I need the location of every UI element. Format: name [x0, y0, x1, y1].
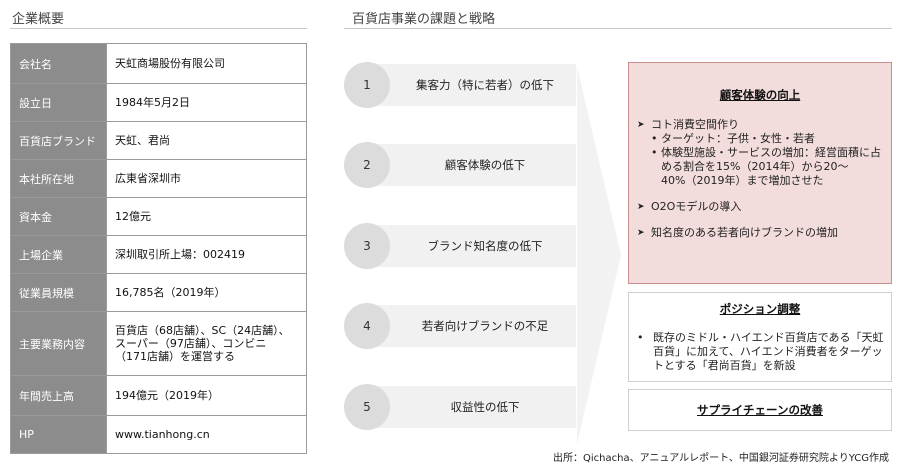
row-value: 1984年5月2日 — [106, 83, 307, 122]
table-row: 設立日 1984年5月2日 — [10, 83, 307, 122]
issue-number: 3 — [344, 223, 390, 269]
strategy-title: ポジション調整 — [719, 302, 801, 316]
row-label: HP — [10, 415, 107, 454]
chevron-right-icon — [577, 66, 621, 444]
row-value: www.tianhong.cn — [106, 415, 307, 454]
table-row: 資本金 12億元 — [10, 197, 307, 236]
issue-text: 若者向けブランドの不足 — [366, 305, 576, 347]
item-text: O2Oモデルの導入 — [651, 200, 742, 213]
row-label: 主要業務内容 — [10, 311, 107, 376]
issue-number: 2 — [344, 142, 390, 188]
issue-item: ブランド知名度の低下 3 — [344, 223, 576, 269]
item-text: ターゲット：子供・女性・若者 — [661, 132, 815, 145]
strategy-supply-chain: サプライチェーンの改善 — [628, 389, 892, 431]
strategy-title: サプライチェーンの改善 — [697, 403, 823, 417]
list-item: • ターゲット：子供・女性・若者 — [651, 132, 887, 146]
list-item: ➤ コト消費空間作り — [637, 118, 887, 132]
table-row: 従業員規模 16,785名（2019年） — [10, 273, 307, 312]
arrow-bullet-icon: ➤ — [637, 202, 645, 212]
strategy-details: ➤ コト消費空間作り • ターゲット：子供・女性・若者 • 体験型施設・サービス… — [637, 118, 887, 240]
table-row: 年間売上高 194億元（2019年） — [10, 375, 307, 416]
strategy-position-adjustment: ポジション調整 • 既存のミドル・ハイエンド百貨店である「天虹百貨」に加えて、ハ… — [628, 292, 892, 382]
item-text: コト消費空間作り — [651, 118, 739, 131]
list-item: ➤ O2Oモデルの導入 — [637, 200, 887, 214]
issue-item: 集客力（特に若者）の低下 1 — [344, 62, 576, 108]
row-value: 194億元（2019年） — [106, 375, 307, 416]
row-value: 百貨店（68店舗）、SC（24店舗）、スーパー（97店舗）、コンビニ（171店舗… — [106, 311, 307, 376]
row-label: 上場企業 — [10, 235, 107, 274]
row-label: 設立日 — [10, 83, 107, 122]
list-item: • 体験型施設・サービスの増加：経営面積に占める割合を15%（2014年）から2… — [651, 146, 887, 188]
issues-strategy-title: 百貨店事業の課題と戦略 — [352, 12, 496, 27]
row-label: 会社名 — [10, 43, 107, 84]
row-value: 広東省深圳市 — [106, 159, 307, 198]
table-row: HP www.tianhong.cn — [10, 415, 307, 454]
strategy-customer-experience: 顧客体験の向上 ➤ コト消費空間作り • ターゲット：子供・女性・若者 • 体験… — [628, 62, 892, 284]
issue-number: 1 — [344, 62, 390, 108]
issue-number: 4 — [344, 303, 390, 349]
dot-bullet-icon: • — [637, 331, 644, 344]
row-value: 16,785名（2019年） — [106, 273, 307, 312]
issue-item: 顧客体験の低下 2 — [344, 142, 576, 188]
strategy-title: 顧客体験の向上 — [719, 88, 801, 102]
row-value: 12億元 — [106, 197, 307, 236]
dot-bullet-icon: • — [651, 146, 658, 159]
table-row: 上場企業 深圳取引所上場：002419 — [10, 235, 307, 274]
table-row: 百貨店ブランド 天虹、君尚 — [10, 121, 307, 160]
item-text: 既存のミドル・ハイエンド百貨店である「天虹百貨」に加えて、ハイエンド消費者をター… — [653, 331, 884, 372]
issue-text: 収益性の低下 — [366, 386, 576, 428]
issue-number: 5 — [344, 384, 390, 430]
row-label: 年間売上高 — [10, 375, 107, 416]
company-overview-table: 会社名 天虹商場股份有限公司 設立日 1984年5月2日 百貨店ブランド 天虹、… — [10, 43, 307, 454]
issue-item: 若者向けブランドの不足 4 — [344, 303, 576, 349]
list-item: ➤ 知名度のある若者向けブランドの増加 — [637, 226, 887, 240]
issue-text: 顧客体験の低下 — [366, 144, 576, 186]
issues-strategy-rule — [344, 28, 892, 29]
issue-text: ブランド知名度の低下 — [366, 225, 576, 267]
strategy-details: • 既存のミドル・ハイエンド百貨店である「天虹百貨」に加えて、ハイエンド消費者を… — [637, 331, 885, 373]
item-text: 体験型施設・サービスの増加：経営面積に占める割合を15%（2014年）から20～… — [661, 146, 881, 187]
arrow-bullet-icon: ➤ — [637, 120, 645, 130]
item-text: 知名度のある若者向けブランドの増加 — [651, 226, 838, 239]
row-label: 従業員規模 — [10, 273, 107, 312]
row-value: 天虹商場股份有限公司 — [106, 43, 307, 84]
table-row: 主要業務内容 百貨店（68店舗）、SC（24店舗）、スーパー（97店舗）、コンビ… — [10, 311, 307, 376]
row-label: 本社所在地 — [10, 159, 107, 198]
table-row: 本社所在地 広東省深圳市 — [10, 159, 307, 198]
issue-text: 集客力（特に若者）の低下 — [366, 64, 576, 106]
row-value: 天虹、君尚 — [106, 121, 307, 160]
row-label: 資本金 — [10, 197, 107, 236]
issue-item: 収益性の低下 5 — [344, 384, 576, 430]
dot-bullet-icon: • — [651, 132, 658, 145]
source-note: 出所：Qichacha、アニュアルレポート、中国銀河証券研究院よりYCG作成 — [553, 453, 889, 464]
row-value: 深圳取引所上場：002419 — [106, 235, 307, 274]
table-row: 会社名 天虹商場股份有限公司 — [10, 43, 307, 84]
company-overview-rule — [10, 28, 307, 29]
company-overview-title: 企業概要 — [12, 12, 65, 27]
row-label: 百貨店ブランド — [10, 121, 107, 160]
arrow-bullet-icon: ➤ — [637, 228, 645, 238]
